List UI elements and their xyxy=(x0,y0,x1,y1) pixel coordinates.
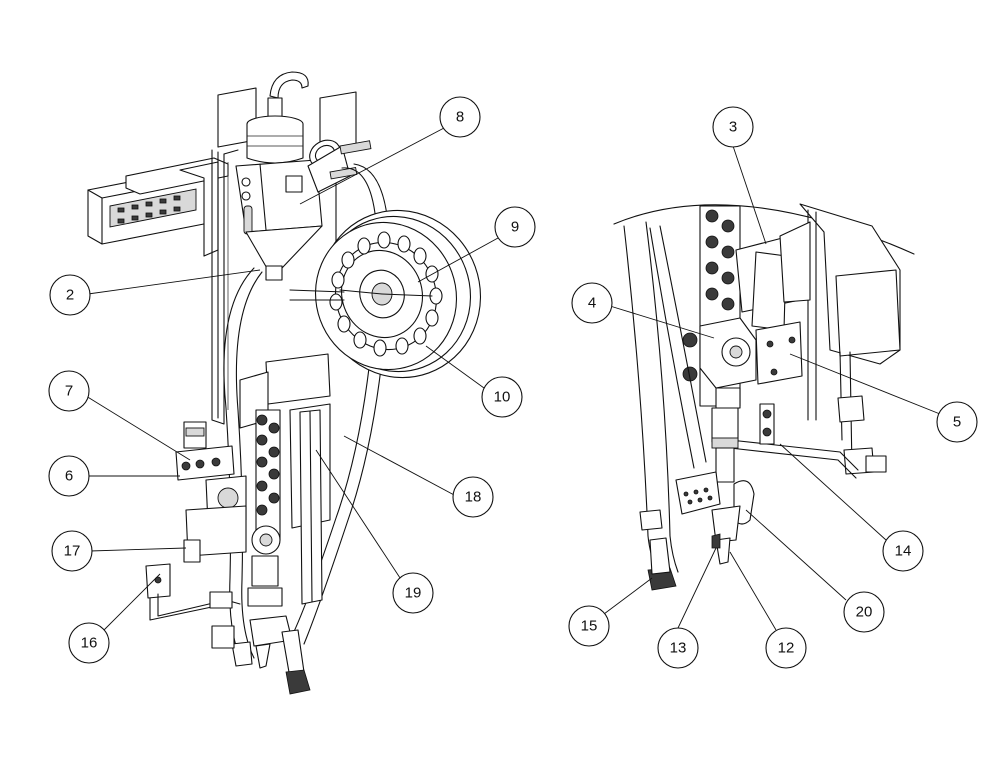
leader-19 xyxy=(315,449,405,585)
callout-label: 2 xyxy=(66,287,74,304)
leader-20 xyxy=(745,509,847,601)
callout-5: 5 xyxy=(936,401,978,443)
leader-lines xyxy=(85,127,941,631)
leader-3 xyxy=(732,145,767,245)
callout-label: 10 xyxy=(494,389,511,406)
hose-reel xyxy=(289,209,482,379)
support-arm xyxy=(729,403,859,479)
callout-4: 4 xyxy=(571,282,613,324)
hose-inlet-elbow xyxy=(307,139,372,193)
callout-12: 12 xyxy=(765,627,807,669)
callout-10: 10 xyxy=(481,376,523,418)
leader-17 xyxy=(89,547,187,552)
leader-16 xyxy=(103,573,161,631)
callout-label: 20 xyxy=(856,604,873,621)
callout-20: 20 xyxy=(843,591,885,633)
callout-19: 19 xyxy=(392,572,434,614)
main-assembly-view xyxy=(87,71,482,695)
callout-14: 14 xyxy=(882,530,924,572)
valve-stack xyxy=(255,409,281,541)
callout-label: 3 xyxy=(729,119,737,136)
callout-label: 16 xyxy=(81,635,98,652)
callout-label: 7 xyxy=(65,383,73,400)
leader-5 xyxy=(789,353,941,415)
powder-hopper xyxy=(235,71,323,281)
leader-4 xyxy=(609,305,715,339)
callout-label: 13 xyxy=(670,640,687,657)
gear-housing xyxy=(682,317,803,409)
leader-13 xyxy=(677,547,717,629)
callout-label: 15 xyxy=(581,618,598,635)
leader-12 xyxy=(729,551,777,631)
callout-13: 13 xyxy=(657,627,699,669)
callout-label: 14 xyxy=(895,543,912,560)
callout-label: 5 xyxy=(953,414,961,431)
leader-9 xyxy=(417,237,499,283)
leader-7 xyxy=(85,395,191,461)
callout-18: 18 xyxy=(452,476,494,518)
spray-gun xyxy=(211,525,311,695)
callout-label: 9 xyxy=(511,219,519,236)
callouts: 2 3 4 5 6 7 8 9 xyxy=(48,96,978,669)
leader-14 xyxy=(779,443,887,541)
callout-2: 2 xyxy=(49,274,91,316)
detail-nozzle xyxy=(675,407,755,565)
callout-15: 15 xyxy=(568,605,610,647)
callout-label: 17 xyxy=(64,543,81,560)
callout-9: 9 xyxy=(494,206,536,248)
callout-label: 12 xyxy=(778,640,795,657)
callout-3: 3 xyxy=(712,106,754,148)
leader-8 xyxy=(299,127,445,205)
detail-hose xyxy=(623,221,707,591)
callout-16: 16 xyxy=(68,622,110,664)
callout-7: 7 xyxy=(48,370,90,412)
callout-label: 8 xyxy=(456,109,464,126)
callout-17: 17 xyxy=(51,530,93,572)
callout-label: 4 xyxy=(588,295,596,312)
leader-15 xyxy=(603,577,653,615)
leader-18 xyxy=(343,435,457,497)
vertical-column xyxy=(211,87,357,425)
callout-label: 6 xyxy=(65,468,73,485)
leader-10 xyxy=(425,345,485,389)
detail-view xyxy=(613,203,915,591)
cabinet-panel xyxy=(799,203,901,475)
mounting-bracket xyxy=(145,505,247,621)
callout-6: 6 xyxy=(48,455,90,497)
leader-2 xyxy=(87,269,261,295)
callout-label: 18 xyxy=(465,489,482,506)
callout-label: 19 xyxy=(405,585,422,602)
horizontal-slide-rail xyxy=(87,157,229,257)
callout-8: 8 xyxy=(439,96,481,138)
